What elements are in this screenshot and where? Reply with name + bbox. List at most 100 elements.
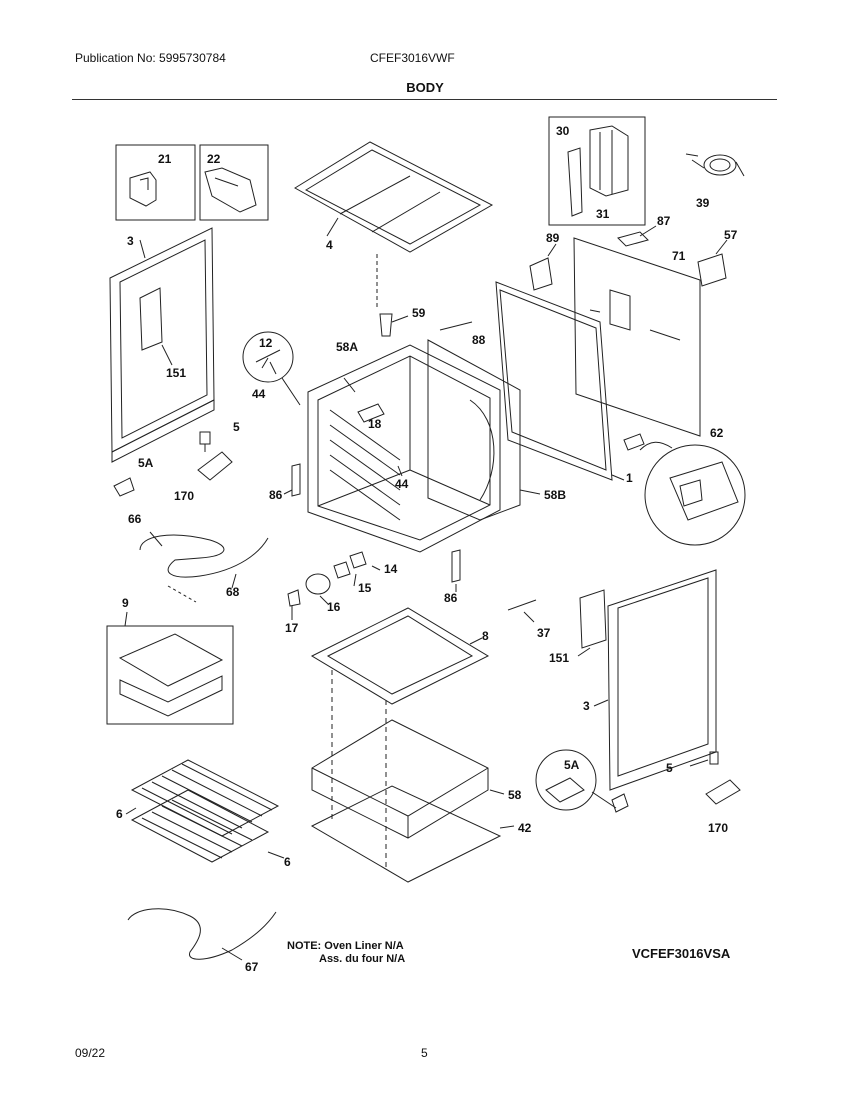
part-4-top-panel <box>294 141 494 253</box>
callout-3-right: 3 <box>583 699 590 713</box>
part-1-back-panel <box>495 281 613 481</box>
callout-170-right: 170 <box>708 821 728 835</box>
callout-16: 16 <box>327 600 341 614</box>
callout-12: 12 <box>259 336 273 350</box>
footer-date: 09/22 <box>75 1046 106 1060</box>
part-151-bracket-left <box>139 287 163 351</box>
callout-44-left: 44 <box>252 387 266 401</box>
part-71-rear-panel <box>573 237 701 437</box>
part-5-screw-right <box>709 751 719 765</box>
part-16-lens <box>305 573 331 595</box>
part-37-sensor <box>507 599 537 611</box>
callout-3-left: 3 <box>127 234 134 248</box>
callout-9: 9 <box>122 596 129 610</box>
callout-58A: 58A <box>336 340 358 354</box>
part-14-socket <box>349 551 367 569</box>
part-21-box <box>115 144 196 221</box>
part-58A-oven-cavity <box>307 344 501 553</box>
part-87-plate <box>617 231 649 247</box>
callout-59: 59 <box>412 306 426 320</box>
callout-21: 21 <box>158 152 172 166</box>
part-58-insulation <box>311 719 489 839</box>
part-30-box <box>548 116 646 226</box>
part-57-vent <box>697 253 727 287</box>
part-89-bracket <box>529 257 553 291</box>
part-5A-leveler-left <box>113 477 135 497</box>
oven-liner-note: NOTE: Oven Liner N/A Ass. du four N/A <box>287 940 405 966</box>
part-66-bake-element <box>139 534 269 578</box>
callout-89: 89 <box>546 231 560 245</box>
part-42-tray <box>310 785 502 883</box>
part-5A-detail-right <box>535 749 597 811</box>
callout-57: 57 <box>724 228 738 242</box>
callout-22: 22 <box>207 152 221 166</box>
callout-86-left: 86 <box>269 488 283 502</box>
part-22-box <box>199 144 269 221</box>
callout-58B: 58B <box>544 488 566 502</box>
callout-151-right: 151 <box>549 651 569 665</box>
callout-37: 37 <box>537 626 551 640</box>
part-86-hinge-left <box>291 463 301 497</box>
part-5-screw-left <box>199 431 211 452</box>
callout-14: 14 <box>384 562 398 576</box>
part-12-detail <box>242 331 294 383</box>
callout-31: 31 <box>596 207 610 221</box>
part-6-oven-rack-bottom <box>130 789 270 863</box>
part-88-wire <box>439 321 473 331</box>
diagram-code: VCFEF3016VSA <box>632 946 731 961</box>
part-8-bottom-panel <box>310 607 490 705</box>
callout-39: 39 <box>696 196 710 210</box>
part-86-hinge-right <box>451 549 461 583</box>
page-number: 5 <box>421 1046 428 1060</box>
note-line-french: Ass. du four N/A <box>319 953 406 965</box>
part-17-clip <box>287 589 301 607</box>
part-31-strip <box>567 147 583 217</box>
callout-8: 8 <box>482 629 489 643</box>
callout-88: 88 <box>472 333 486 347</box>
part-18-hinge <box>357 403 385 423</box>
part-22-bracket <box>204 167 257 213</box>
callout-71: 71 <box>672 249 686 263</box>
callout-1: 1 <box>626 471 633 485</box>
publication-number: Publication No: 5995730784 <box>75 51 226 65</box>
callout-170-left: 170 <box>174 489 194 503</box>
callout-86-right: 86 <box>444 591 458 605</box>
callout-30: 30 <box>556 124 570 138</box>
part-30-insulation <box>589 125 629 197</box>
model-number: CFEF3016VWF <box>370 51 455 65</box>
note-line-english: NOTE: Oven Liner N/A <box>287 940 404 952</box>
callout-44-right: 44 <box>395 477 409 491</box>
callout-58: 58 <box>508 788 522 802</box>
part-39-coil <box>703 154 737 176</box>
part-5A-leveler-right <box>611 793 629 813</box>
callout-5A-right: 5A <box>564 758 580 772</box>
part-59-bumper <box>379 313 393 337</box>
callout-6-bottom: 6 <box>284 855 291 869</box>
part-58B-insulation <box>427 339 521 521</box>
callout-17: 17 <box>285 621 299 635</box>
part-4-leader <box>326 217 339 237</box>
part-15-bulb <box>333 561 351 579</box>
part-62-detail <box>644 444 746 546</box>
callout-62: 62 <box>710 426 724 440</box>
callout-87: 87 <box>657 214 671 228</box>
callout-6-top: 6 <box>116 807 123 821</box>
part-9-box <box>106 625 234 725</box>
part-170-bracket-left <box>197 451 233 481</box>
callout-4: 4 <box>326 238 333 252</box>
part-62-terminal <box>623 433 645 451</box>
header-rule <box>72 99 777 100</box>
part-67-broil-element <box>127 908 277 960</box>
page-title: BODY <box>406 80 444 95</box>
part-3-right-side-panel <box>607 569 717 791</box>
callout-67: 67 <box>245 960 259 974</box>
part-151-bracket-right <box>579 589 607 649</box>
part-170-bracket-right <box>705 779 741 805</box>
callout-68: 68 <box>226 585 240 599</box>
part-9-broiler-pan <box>118 633 224 717</box>
callout-15: 15 <box>358 581 372 595</box>
callout-5-right: 5 <box>666 761 673 775</box>
part-21-bracket <box>129 171 157 207</box>
callout-5A-left: 5A <box>138 456 154 470</box>
